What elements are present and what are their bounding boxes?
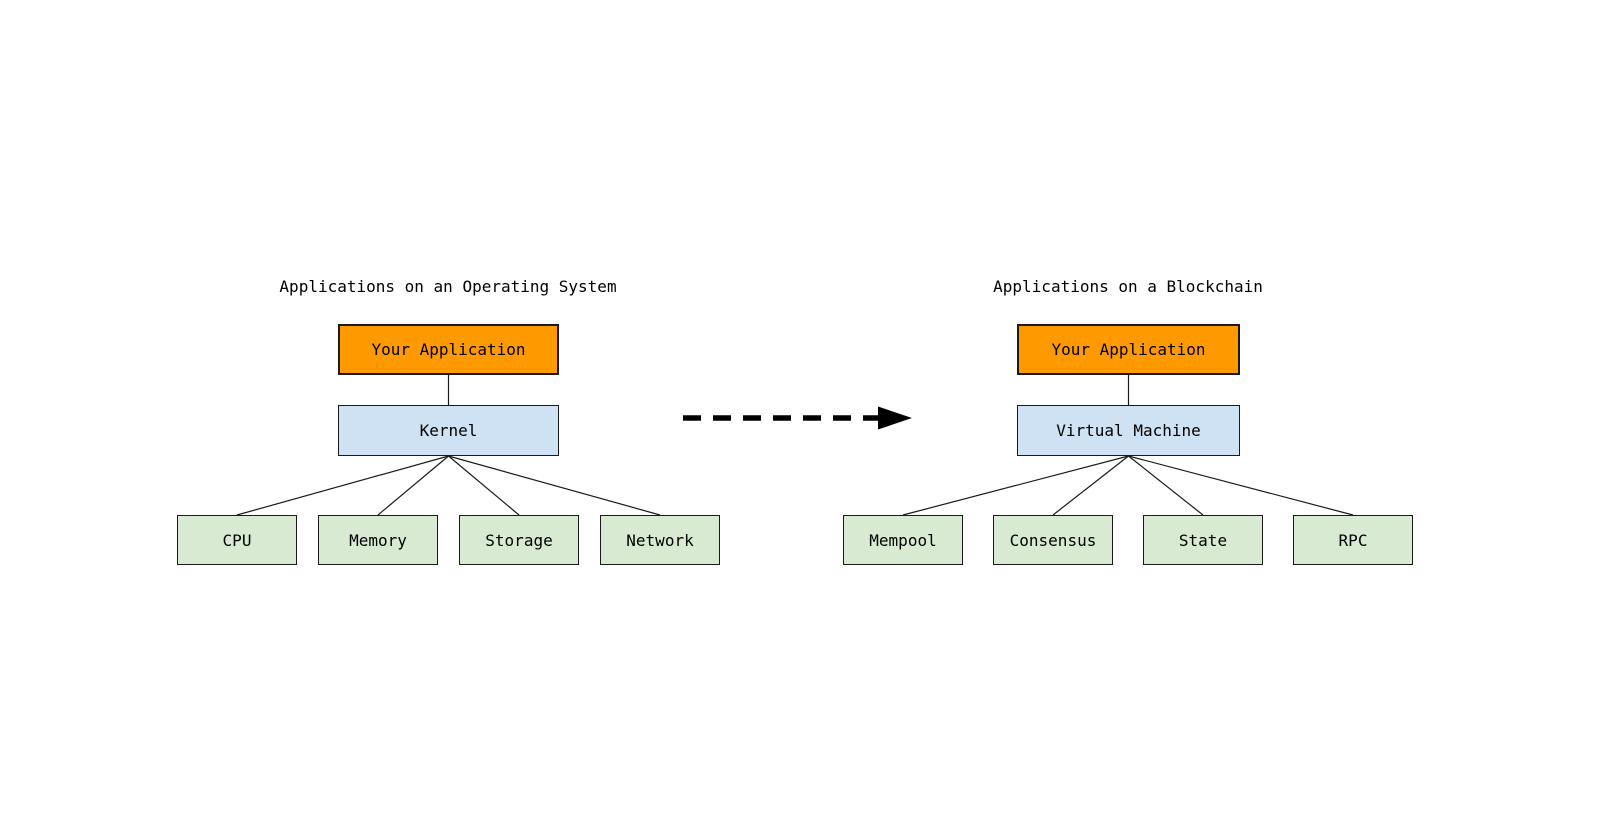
os-your-application-node: Your Application	[338, 324, 559, 375]
bc-vm-to-mempool-line	[902, 455, 1129, 516]
bc-vm-to-rpc-line	[1128, 455, 1354, 516]
dashed-transition-arrow-icon	[683, 406, 912, 430]
os-component-network: Network	[600, 515, 720, 565]
os-kernel-node: Kernel	[338, 405, 559, 456]
os-kernel-to-cpu-line	[236, 455, 449, 516]
bc-virtual-machine-node: Virtual Machine	[1017, 405, 1240, 456]
os-kernel-to-memory-line	[377, 455, 449, 516]
dashed-arrow-head	[878, 406, 912, 430]
os-kernel-to-storage-line	[448, 455, 520, 516]
os-diagram-title: Applications on an Operating System	[279, 277, 617, 296]
bc-vm-to-consensus-line	[1052, 455, 1129, 516]
os-component-cpu: CPU	[177, 515, 297, 565]
bc-vm-to-state-line	[1128, 455, 1204, 516]
os-kernel-to-network-line	[448, 455, 661, 516]
bc-component-consensus: Consensus	[993, 515, 1113, 565]
bc-component-rpc: RPC	[1293, 515, 1413, 565]
bc-component-state: State	[1143, 515, 1263, 565]
os-component-memory: Memory	[318, 515, 438, 565]
bc-component-mempool: Mempool	[843, 515, 963, 565]
os-component-storage: Storage	[459, 515, 579, 565]
bc-your-application-node: Your Application	[1017, 324, 1240, 375]
blockchain-diagram-title: Applications on a Blockchain	[993, 277, 1263, 296]
